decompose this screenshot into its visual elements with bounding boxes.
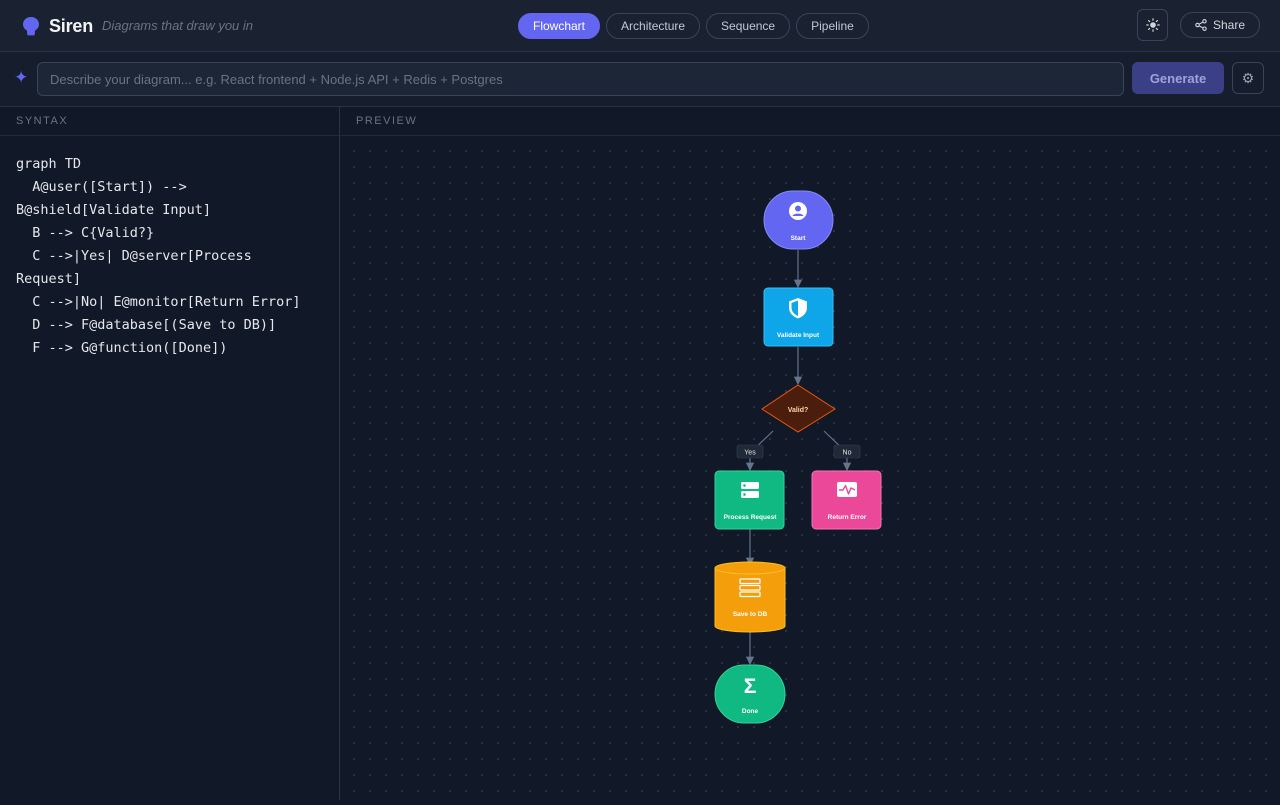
diagram-canvas[interactable]: Yes No Start [340, 137, 1280, 800]
app-tagline: Diagrams that draw you in [102, 18, 254, 33]
gear-icon: ⚙ [1241, 69, 1255, 86]
theme-toggle-button[interactable] [1137, 9, 1168, 41]
sun-icon [1145, 18, 1160, 32]
svg-text:Return Error: Return Error [828, 514, 867, 521]
sigma-icon: Σ [744, 675, 757, 698]
flowchart-diagram: Yes No Start [714, 190, 882, 724]
generate-button[interactable]: Generate [1132, 62, 1224, 94]
share-button[interactable]: Share [1180, 12, 1260, 38]
edge-label-no: No [833, 444, 861, 459]
database-icon [739, 578, 761, 598]
svg-text:Done: Done [742, 708, 759, 715]
node-done[interactable]: Σ Done [714, 664, 786, 724]
server-icon [741, 482, 759, 498]
node-start[interactable]: Start [763, 190, 834, 250]
node-validate-input[interactable]: Validate Input [763, 287, 834, 347]
user-icon [789, 202, 807, 220]
app-name: Siren [49, 16, 94, 36]
shield-icon [789, 298, 807, 319]
node-valid-decision[interactable]: Valid? [761, 384, 836, 433]
edge-label-yes: Yes [736, 444, 764, 459]
share-label: Share [1212, 18, 1246, 32]
app-header: Siren Diagrams that draw you in Flowchar… [0, 0, 1280, 52]
diagram-prompt-input[interactable] [37, 62, 1124, 96]
settings-button[interactable]: ⚙ [1232, 62, 1264, 94]
node-process-request[interactable]: Process Request [714, 470, 785, 530]
node-return-error[interactable]: Return Error [811, 470, 882, 530]
syntax-editor[interactable]: graph TD A@user([Start]) --> B@shield[Va… [16, 156, 301, 356]
share-icon [1195, 19, 1207, 31]
logo-icon [23, 17, 39, 36]
svg-text:Save to DB: Save to DB [733, 611, 768, 618]
preview-panel: PREVIEW Yes No [340, 107, 1280, 800]
svg-text:Validate Input: Validate Input [777, 332, 820, 339]
monitor-icon [837, 482, 857, 497]
tab-architecture[interactable]: Architecture [606, 13, 701, 39]
tab-sequence[interactable]: Sequence [706, 13, 791, 39]
tab-pipeline[interactable]: Pipeline [796, 13, 869, 39]
svg-text:Yes: Yes [744, 450, 756, 457]
node-save-to-db[interactable]: Save to DB [714, 561, 786, 633]
svg-text:Process Request: Process Request [724, 514, 778, 521]
svg-text:Start: Start [791, 235, 807, 242]
syntax-heading: SYNTAX [0, 107, 339, 136]
tab-flowchart[interactable]: Flowchart [518, 13, 601, 39]
syntax-panel: SYNTAX graph TD A@user([Start]) --> B@sh… [0, 107, 340, 800]
svg-text:Valid?: Valid? [788, 407, 809, 414]
prompt-bar: ✦ Generate ⚙ [0, 52, 1280, 107]
diagram-type-tabs: Flowchart Architecture Sequence Pipeline [518, 13, 869, 39]
preview-heading: PREVIEW [340, 107, 1280, 136]
svg-text:No: No [843, 450, 852, 457]
sparkle-icon: ✦ [14, 68, 29, 87]
